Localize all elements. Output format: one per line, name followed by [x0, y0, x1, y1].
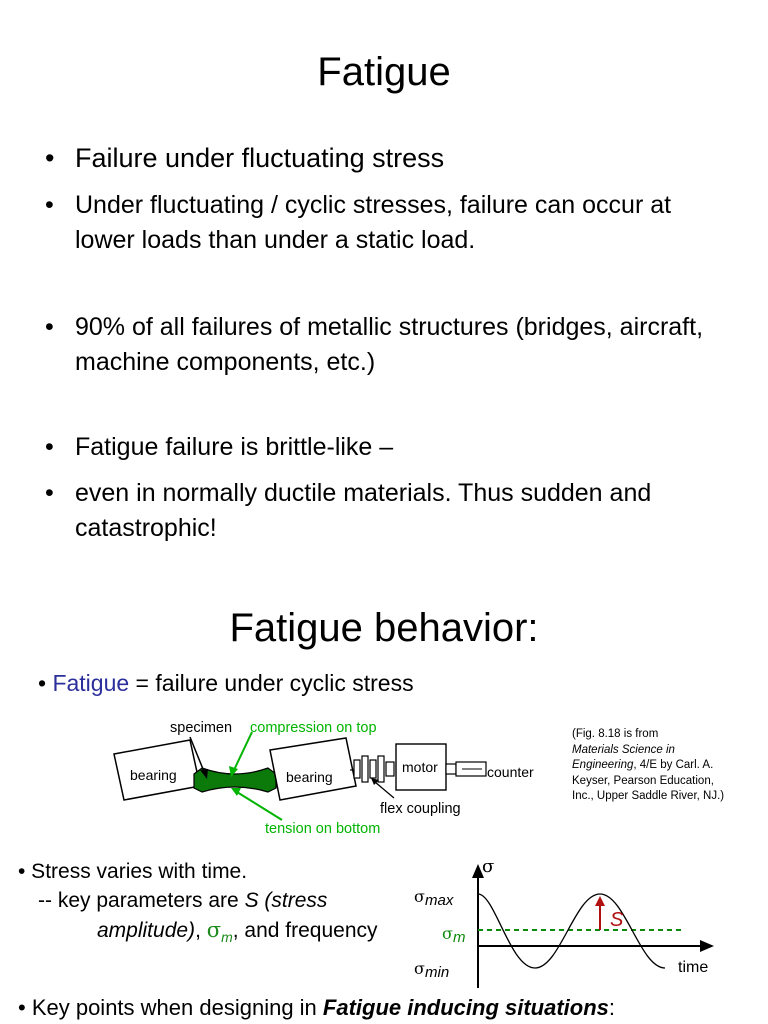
sigma-glyph: σ: [206, 918, 222, 942]
left-bearing-label: bearing: [130, 767, 177, 783]
right-bearing-label: bearing: [286, 769, 333, 785]
sigma-m-symbol: σm: [206, 918, 233, 946]
specimen-arrow: [189, 736, 208, 779]
bullet-dot: •: [45, 433, 54, 461]
caption-prefix: (Fig. 8.18 is from: [572, 728, 659, 740]
key-points-text: • Key points when designing in: [18, 995, 323, 1020]
sigma-min-glyph: σ: [414, 959, 425, 978]
motor-label: motor: [402, 759, 438, 775]
tension-label: tension on bottom: [265, 821, 380, 837]
figure-caption: (Fig. 8.18 is from Materials Science in …: [572, 727, 732, 805]
sigma-max-sub: max: [425, 892, 454, 909]
key-points-colon: :: [608, 995, 616, 1020]
key-parameters-line-2: amplitude), σm, and frequency: [97, 916, 378, 951]
stress-curve: [477, 893, 666, 969]
stress-time-plot: σ σ max σ m σ min S time: [414, 856, 714, 988]
s-amplitude-arrow: [595, 896, 605, 930]
bullet-dot: •: [45, 479, 54, 507]
key-points-emphasis: Fatigue inducing situations: [322, 995, 609, 1020]
key-params-text: -- key parameters are: [38, 889, 245, 912]
stress-bullet: • Stress varies with time.: [18, 860, 248, 883]
caption-rest: , 4/E by Carl. A. Keyser, Pearson Educat…: [572, 759, 725, 802]
sigma-max-glyph: σ: [414, 887, 425, 906]
s-label: S: [610, 909, 624, 931]
stress-amplitude-term: S (stress: [244, 889, 328, 912]
specimen: [193, 767, 277, 793]
section-title: Fatigue behavior:: [229, 606, 539, 650]
x-axis: [478, 940, 714, 952]
definition-line: • Fatigue = failure under cyclic stress: [38, 668, 414, 698]
flex-coupling: [353, 755, 395, 783]
flex-coupling-label: flex coupling: [380, 801, 461, 817]
bullet-dot: •: [45, 313, 54, 341]
counter: [455, 761, 487, 777]
bullet-text: Fatigue failure is brittle-like –: [75, 433, 394, 461]
comma: ,: [195, 919, 207, 942]
time-label: time: [678, 959, 708, 976]
bullet-text: even in normally ductile materials. Thus…: [75, 479, 652, 542]
bullet-item: • Under fluctuating / cyclic stresses, f…: [45, 188, 735, 258]
amplitude-term: amplitude): [97, 919, 196, 942]
bullet-dot: •: [45, 191, 54, 219]
sigma-sub: m: [221, 929, 233, 946]
bullet-text: 90% of all failures of metallic structur…: [75, 313, 704, 376]
tension-arrow: [231, 788, 283, 821]
bullet-item: • even in normally ductile materials. Th…: [45, 476, 735, 546]
compression-arrow: [229, 731, 253, 777]
caption-book-title: Materials Science in Engineering: [572, 743, 675, 772]
frequency-text: , and frequency: [232, 919, 378, 942]
definition-text: = failure under cyclic stress: [129, 670, 414, 696]
specimen-label: specimen: [170, 720, 232, 736]
key-parameters-line: -- key parameters are S (stress: [38, 887, 327, 915]
bullet-dot: •: [45, 143, 55, 173]
bullet-item: • Fatigue failure is brittle-like –: [45, 430, 735, 465]
sigma-min-sub: min: [425, 964, 449, 981]
slide-title: Fatigue: [317, 50, 451, 94]
fatigue-test-apparatus-diagram: specimen compression on top bearing bear…: [113, 720, 534, 837]
sigma-axis-label: σ: [482, 856, 494, 877]
bullet-item: • Failure under fluctuating stress: [45, 141, 735, 176]
y-axis: [472, 864, 484, 988]
counter-label: counter: [487, 764, 534, 780]
bullet-text: Under fluctuating / cyclic stresses, fai…: [75, 191, 672, 254]
coupling-arrow: [371, 778, 395, 799]
right-bearing: [269, 737, 357, 801]
sigma-m-sub: m: [453, 929, 466, 946]
bullet-dot: •: [38, 670, 53, 696]
sigma-m-glyph: σ: [442, 924, 453, 943]
bullet-item: • 90% of all failures of metallic struct…: [45, 310, 745, 380]
compression-label: compression on top: [250, 720, 377, 736]
bullet-text: Failure under fluctuating stress: [75, 143, 445, 173]
key-points-line: • Key points when designing in Fatigue i…: [18, 994, 615, 1022]
definition-term: Fatigue: [52, 670, 130, 696]
